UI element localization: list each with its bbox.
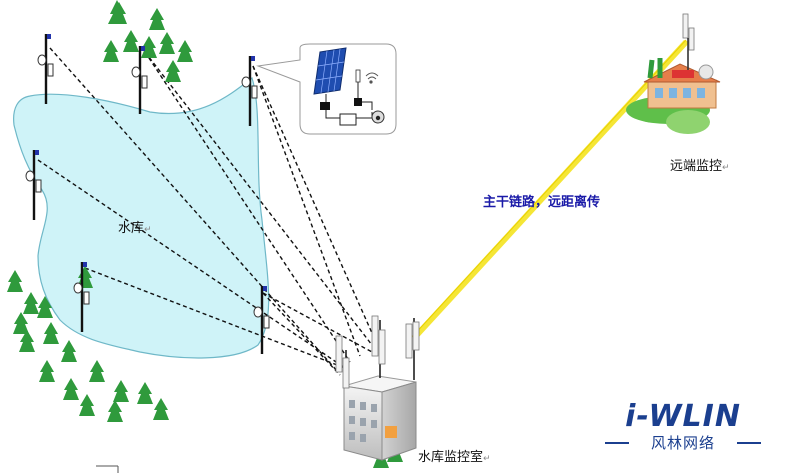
tree-icon <box>23 292 39 314</box>
iwlin-logo: i-WLIN 风林网络 <box>603 399 763 452</box>
tree-icon <box>107 400 123 422</box>
camera-pole-icon <box>253 286 270 354</box>
tree-icon <box>61 340 77 362</box>
link-cam4 <box>37 159 346 369</box>
building-icon <box>343 375 417 461</box>
control-room-antenna-group <box>335 315 420 389</box>
battery-icon <box>339 113 357 126</box>
tree-icon <box>89 360 105 382</box>
tree-layer <box>7 2 403 468</box>
tree-icon <box>149 8 165 30</box>
antenna-icon <box>335 335 350 389</box>
solar-panel-icon <box>313 47 347 95</box>
camera-pole-icon <box>25 150 42 220</box>
backbone-beam <box>411 39 690 338</box>
tree-icon <box>63 378 79 400</box>
tree-icon <box>7 270 23 292</box>
remote-antenna-icon <box>682 13 695 70</box>
logo-divider-left <box>605 442 629 444</box>
tree-icon <box>79 394 95 416</box>
link-cam3b <box>252 65 377 343</box>
camera-pole-icon <box>241 56 258 126</box>
link-cam3 <box>252 65 361 357</box>
logo-brand: i-WLIN <box>625 399 741 434</box>
tree-icon <box>103 40 119 62</box>
backbone-link-label: 主干链路，远距离传 <box>483 195 601 210</box>
tree-icon <box>13 312 29 334</box>
link-cam6 <box>262 292 341 376</box>
tree-icon <box>113 380 129 402</box>
logo-subtitle: 风林网络 <box>650 434 715 452</box>
golf-clubhouse-icon <box>626 58 721 134</box>
link-cam5 <box>84 267 346 369</box>
camera-links <box>37 47 377 376</box>
tree-icon <box>165 60 181 82</box>
logo-divider-right <box>737 442 761 444</box>
tree-icon <box>19 330 35 352</box>
tree-icon <box>39 360 55 382</box>
camera-pole-icon <box>73 262 90 332</box>
link-cam2b <box>144 51 373 346</box>
tree-icon <box>159 32 175 54</box>
tree-icon <box>177 40 193 62</box>
camera-pole-icon <box>37 34 54 104</box>
camera-pole-layer <box>25 34 270 354</box>
tree-icon <box>123 30 139 52</box>
switch-icon <box>354 98 362 106</box>
antenna-icon <box>405 318 420 380</box>
solar-wiring <box>325 74 373 119</box>
tree-icon <box>43 322 59 344</box>
link-cam6b <box>262 292 373 353</box>
tree-icon <box>153 398 169 420</box>
reservoir-label: 水库↵ <box>118 221 152 236</box>
ap-antenna-icon <box>355 69 379 84</box>
link-cam2 <box>144 51 351 363</box>
solar-panel-callout <box>256 43 397 135</box>
tree-icon <box>37 296 53 318</box>
antenna-icon <box>371 315 386 378</box>
tree-icon <box>137 382 153 404</box>
logo-subtitle-row: 风林网络 <box>603 433 763 452</box>
tree-icon <box>141 36 157 58</box>
controller-icon <box>320 102 330 110</box>
link-cam1 <box>49 47 339 373</box>
camera-pole-icon <box>131 46 148 114</box>
tree-icon <box>111 2 127 24</box>
control-room-label: 水库监控室↵ <box>418 450 491 465</box>
remote-monitor-label: 远端监控↵ <box>670 159 730 174</box>
